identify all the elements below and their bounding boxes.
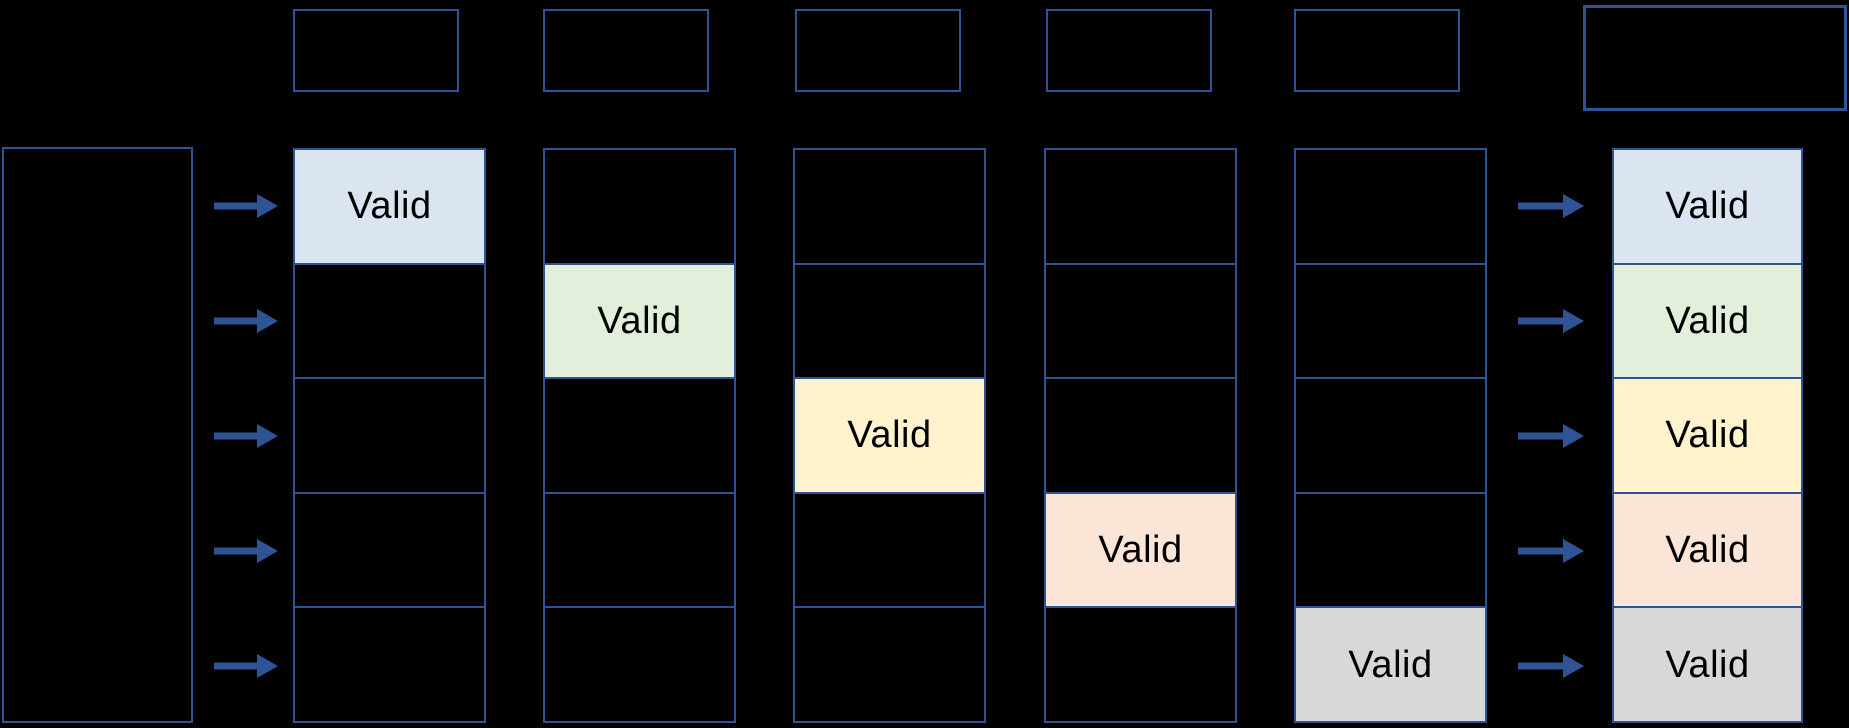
stage-5-cell-1 xyxy=(1296,150,1485,263)
stage-column-1: Valid xyxy=(293,148,486,723)
stage-4-cell-5 xyxy=(1046,606,1235,721)
right-flow-arrow-3-icon xyxy=(1518,424,1584,448)
right-flow-arrow-2-icon xyxy=(1518,309,1584,333)
stage-4-cell-1 xyxy=(1046,150,1235,263)
stage-5-cell-2 xyxy=(1296,262,1485,378)
stage-5-valid-cell: Valid xyxy=(1296,606,1485,721)
stage-4-valid-cell: Valid xyxy=(1046,491,1235,607)
output-valid-cell-3: Valid xyxy=(1614,377,1801,492)
input-box xyxy=(2,147,193,723)
stage-2-cell-5 xyxy=(545,606,734,721)
stage-column-3: Valid xyxy=(793,148,986,723)
stage-header-box-1 xyxy=(293,9,459,92)
right-flow-arrow-5-icon xyxy=(1518,654,1584,678)
stage-column-2: Valid xyxy=(543,148,736,723)
stage-3-cell-2 xyxy=(795,262,984,378)
stage-1-cell-3 xyxy=(295,377,484,492)
stage-4-cell-2 xyxy=(1046,262,1235,378)
stage-1-cell-4 xyxy=(295,491,484,607)
stage-2-cell-3 xyxy=(545,377,734,492)
stage-5-cell-3 xyxy=(1296,377,1485,492)
left-flow-arrow-5-icon xyxy=(214,654,278,678)
stage-2-cell-1 xyxy=(545,150,734,263)
left-flow-arrow-3-icon xyxy=(214,424,278,448)
stage-header-box-4 xyxy=(1046,9,1212,92)
output-valid-cell-2: Valid xyxy=(1614,262,1801,378)
stage-5-cell-4 xyxy=(1296,491,1485,607)
right-flow-arrow-1-icon xyxy=(1518,194,1584,218)
output-valid-cell-4: Valid xyxy=(1614,491,1801,607)
stage-column-4: Valid xyxy=(1044,148,1237,723)
stage-2-cell-4 xyxy=(545,491,734,607)
left-flow-arrow-4-icon xyxy=(214,539,278,563)
stage-3-valid-cell: Valid xyxy=(795,377,984,492)
output-valid-cell-1: Valid xyxy=(1614,150,1801,263)
right-flow-arrow-4-icon xyxy=(1518,539,1584,563)
stage-3-cell-4 xyxy=(795,491,984,607)
stage-1-valid-cell: Valid xyxy=(295,150,484,263)
left-flow-arrow-2-icon xyxy=(214,309,278,333)
stage-4-cell-3 xyxy=(1046,377,1235,492)
stage-3-cell-5 xyxy=(795,606,984,721)
stage-1-cell-5 xyxy=(295,606,484,721)
stage-header-box-2 xyxy=(543,9,709,92)
output-valid-cell-5: Valid xyxy=(1614,606,1801,721)
stage-column-5: Valid xyxy=(1294,148,1487,723)
stage-header-box-3 xyxy=(795,9,961,92)
output-header-box xyxy=(1583,5,1847,111)
stage-header-box-5 xyxy=(1294,9,1460,92)
left-flow-arrow-1-icon xyxy=(214,194,278,218)
stage-1-cell-2 xyxy=(295,262,484,378)
stage-2-valid-cell: Valid xyxy=(545,262,734,378)
stage-3-cell-1 xyxy=(795,150,984,263)
